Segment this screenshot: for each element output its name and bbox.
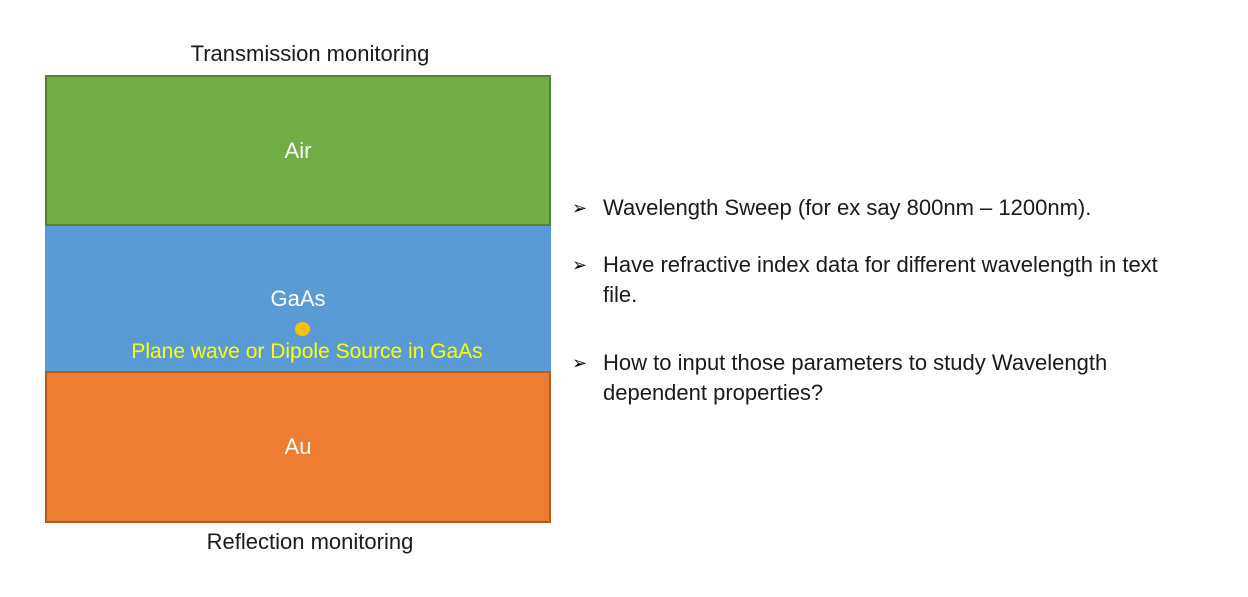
arrowhead-bullet-icon: ➢ — [572, 353, 588, 373]
arrowhead-bullet-icon: ➢ — [572, 255, 588, 275]
note-line: Have refractive index data for different… — [603, 252, 1158, 277]
arrowhead-bullet-icon: ➢ — [572, 198, 588, 218]
note-text: Have refractive index data for different… — [603, 250, 1242, 310]
notes-list: ➢ Wavelength Sweep (for ex say 800nm – 1… — [572, 193, 1242, 408]
note-line: How to input those parameters to study W… — [603, 350, 1108, 375]
note-line: file. — [603, 282, 638, 307]
note-text: How to input those parameters to study W… — [603, 348, 1242, 408]
layer-air: Air — [45, 75, 551, 226]
layer-gaas: GaAs Plane wave or Dipole Source in GaAs — [45, 226, 551, 371]
note-text: Wavelength Sweep (for ex say 800nm – 120… — [603, 193, 1242, 223]
au-label: Au — [284, 434, 312, 459]
transmission-caption: Transmission monitoring — [190, 41, 430, 66]
note-item-refractive-index: ➢ Have refractive index data for differe… — [572, 250, 1242, 310]
note-line: Wavelength Sweep (for ex say 800nm – 120… — [603, 195, 1092, 220]
source-dot-icon — [295, 322, 310, 336]
reflection-caption: Reflection monitoring — [206, 529, 414, 554]
note-item-input-parameters: ➢ How to input those parameters to study… — [572, 348, 1242, 408]
layer-au: Au — [45, 371, 551, 523]
note-line: dependent properties? — [603, 380, 824, 405]
air-label: Air — [284, 137, 312, 163]
gaas-label: GaAs — [270, 286, 326, 311]
source-label: Plane wave or Dipole Source in GaAs — [131, 340, 483, 363]
note-item-wavelength-sweep: ➢ Wavelength Sweep (for ex say 800nm – 1… — [572, 193, 1242, 223]
